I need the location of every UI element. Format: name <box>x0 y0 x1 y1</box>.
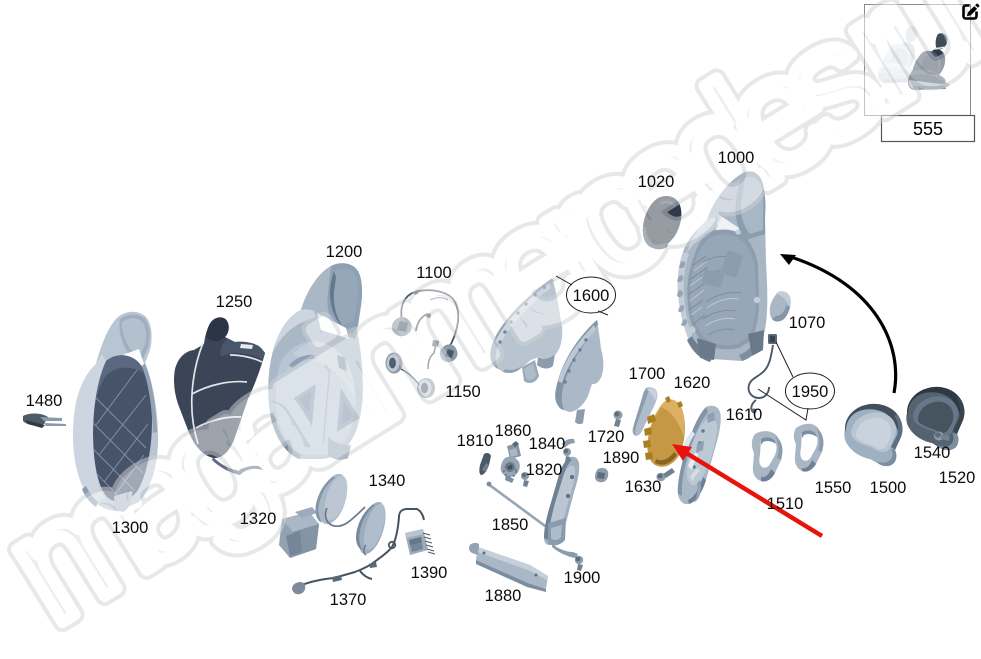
svg-text:1480: 1480 <box>26 392 63 410</box>
svg-text:1070: 1070 <box>789 314 826 332</box>
svg-text:1500: 1500 <box>870 479 907 497</box>
svg-text:1150: 1150 <box>445 383 480 401</box>
svg-text:1720: 1720 <box>588 428 625 446</box>
svg-text:555: 555 <box>913 119 943 139</box>
svg-text:1850: 1850 <box>492 516 529 534</box>
svg-text:1020: 1020 <box>638 173 675 191</box>
svg-text:1250: 1250 <box>216 293 253 311</box>
svg-text:1840: 1840 <box>529 435 566 453</box>
svg-text:1880: 1880 <box>485 587 522 605</box>
svg-text:1000: 1000 <box>718 149 755 167</box>
svg-text:1950: 1950 <box>792 383 829 401</box>
svg-text:1610: 1610 <box>726 406 763 424</box>
svg-text:1900: 1900 <box>564 569 601 587</box>
svg-text:1860: 1860 <box>495 422 532 440</box>
svg-text:1630: 1630 <box>625 478 662 496</box>
svg-text:1620: 1620 <box>674 374 711 392</box>
svg-text:1320: 1320 <box>240 510 277 528</box>
svg-text:1340: 1340 <box>369 472 406 490</box>
svg-text:1370: 1370 <box>330 591 367 609</box>
svg-text:1810: 1810 <box>457 432 494 450</box>
svg-text:1200: 1200 <box>326 243 363 261</box>
svg-text:1700: 1700 <box>629 365 666 383</box>
svg-text:1390: 1390 <box>411 564 448 582</box>
svg-text:1550: 1550 <box>815 479 852 497</box>
svg-text:1820: 1820 <box>526 461 563 479</box>
svg-text:1300: 1300 <box>112 519 149 537</box>
svg-text:1510: 1510 <box>767 495 804 513</box>
svg-text:1100: 1100 <box>416 264 451 282</box>
svg-text:1600: 1600 <box>573 287 610 305</box>
svg-text:1890: 1890 <box>603 449 640 467</box>
svg-text:1540: 1540 <box>914 444 951 462</box>
svg-text:1520: 1520 <box>939 469 976 487</box>
